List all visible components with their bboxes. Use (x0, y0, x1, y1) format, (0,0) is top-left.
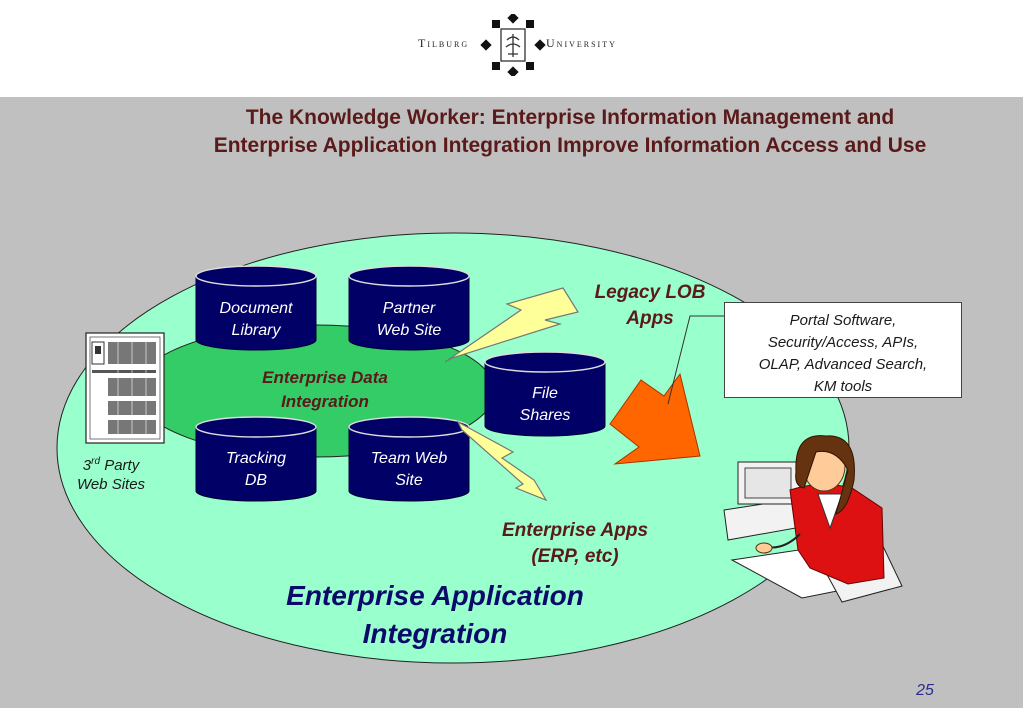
logo-text-left: Tilburg (418, 36, 470, 50)
university-seal-icon (480, 14, 546, 76)
slide-title: The Knowledge Worker: Enterprise Informa… (140, 104, 1000, 160)
slide-title-line-1: The Knowledge Worker: Enterprise Informa… (245, 106, 895, 129)
lightning-bolt-upper (444, 287, 579, 363)
page-number: 25 (916, 682, 934, 699)
legacy-lob-apps-label: Legacy LOB Apps (594, 282, 706, 329)
web-server-icon (85, 332, 165, 444)
knowledge-worker-icon (723, 435, 903, 603)
partner-web-site-label: Partner Web Site (376, 300, 442, 339)
orange-arrow (609, 372, 701, 465)
tracking-db-label: Tracking DB (225, 450, 287, 489)
lightning-bolt-lower (456, 420, 548, 502)
portal-software-box: Portal Software, Security/Access, APIs, … (724, 302, 962, 398)
enterprise-apps-label: Enterprise Apps (ERP, etc) (501, 520, 649, 567)
slide-title-line-2: Enterprise Application Integration Impro… (213, 134, 927, 157)
file-shares-label: File Shares (519, 385, 571, 424)
logo-text-right: University (546, 36, 617, 50)
enterprise-data-integration-label: Enterprise Data Integration (262, 368, 388, 411)
third-party-web-sites-label: 3rd Party Web Sites (76, 456, 146, 493)
enterprise-application-integration-label: Enterprise Application Integration (286, 580, 584, 649)
portal-callout-line (667, 315, 724, 405)
team-web-site-label: Team Web Site (370, 450, 448, 489)
document-library-label: Document Library (219, 300, 293, 339)
header-bar: Tilburg University (0, 0, 1023, 97)
